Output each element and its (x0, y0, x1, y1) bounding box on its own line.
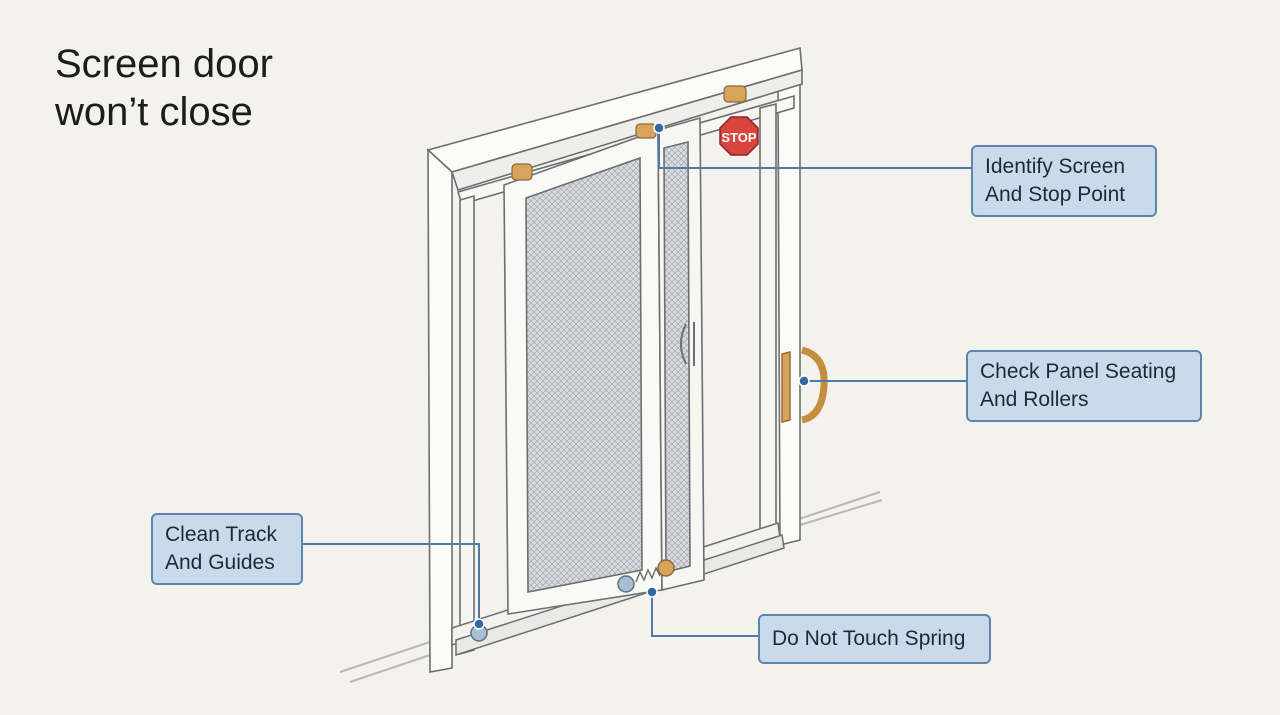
callout-check-line-1: Check Panel Seating (980, 360, 1177, 383)
callout-identify-screen: Identify Screen And Stop Point (971, 145, 1157, 217)
stop-sign-text: STOP (721, 130, 756, 145)
callout-identify-line-1: Identify Screen (985, 155, 1126, 178)
title-line-2: won’t close (55, 90, 253, 134)
callout-do-not-touch-spring: Do Not Touch Spring (758, 614, 991, 664)
panel-handle (680, 322, 695, 366)
leader-dots (473, 122, 810, 630)
callout-clean-line-2: And Guides (165, 551, 275, 574)
leader-lines (302, 128, 972, 637)
callout-clean-line-1: Clean Track (165, 523, 278, 546)
bottom-rollers (470, 559, 675, 642)
diagram-title: Screen door won’t close (55, 40, 273, 136)
callout-identify-line-2: And Stop Point (985, 183, 1126, 206)
screen-panel (503, 116, 705, 615)
callout-check-panel: Check Panel Seating And Rollers (966, 350, 1202, 422)
title-line-1: Screen door (55, 42, 273, 86)
callout-check-line-2: And Rollers (980, 388, 1089, 411)
pull-handle (781, 346, 828, 424)
door-frame (426, 46, 803, 673)
callout-clean-track: Clean Track And Guides (151, 513, 303, 585)
top-rollers (511, 85, 747, 181)
callout-spring-line-1: Do Not Touch Spring (772, 627, 966, 650)
spring-icon (635, 566, 661, 583)
stop-sign-icon: STOP (719, 116, 759, 156)
